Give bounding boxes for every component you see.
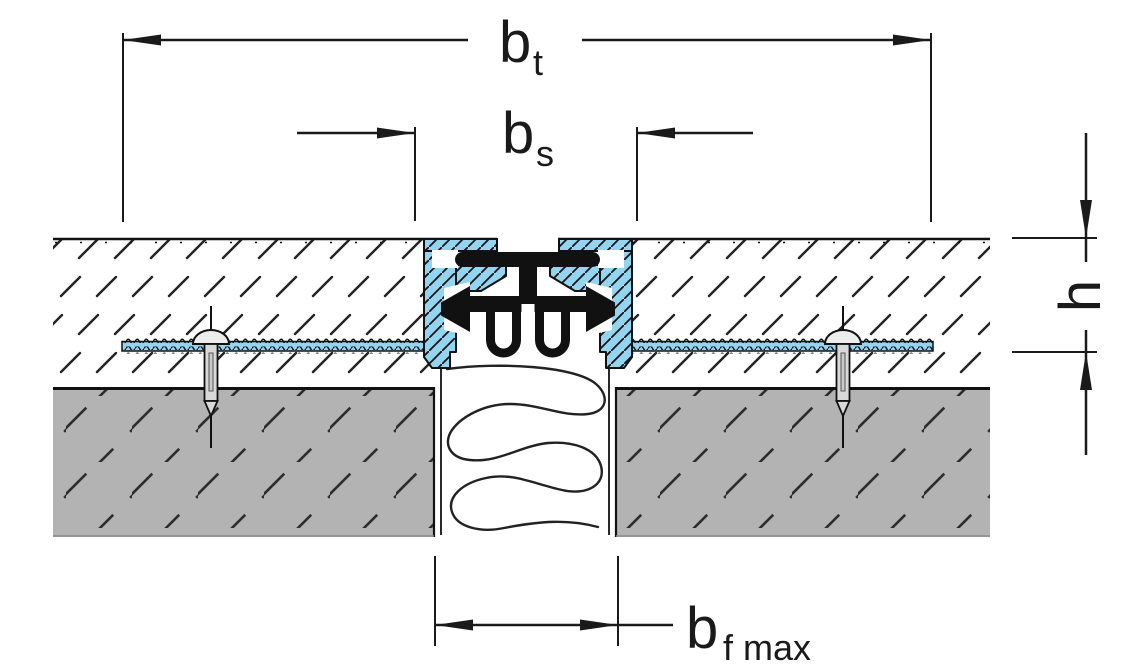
insert-loop-right: [535, 310, 570, 358]
dimension-bt-label-sub: t: [533, 42, 543, 83]
insert-stem: [519, 263, 537, 304]
arrowhead-right-icon: [893, 34, 931, 46]
arrowhead-left-icon: [123, 34, 161, 46]
joint-gap-walls: [440, 362, 610, 535]
dimension-bs-label-sub: s: [536, 133, 554, 174]
dimension-bt: b t: [122, 10, 932, 222]
concrete-slab-left: [53, 387, 436, 537]
arrowhead-up-icon: [1080, 352, 1092, 390]
dimension-bf-max: b f max: [434, 556, 811, 668]
foam-backing-strip: [445, 364, 606, 531]
dimension-bs-label-base: b: [502, 101, 534, 166]
dimension-h-label-base: h: [1048, 280, 1113, 312]
arrowhead-down-icon: [1080, 200, 1092, 238]
dimension-bf-label-base: b: [686, 596, 718, 661]
arrowhead-left-icon: [435, 619, 473, 631]
fastener-screw-right: [823, 306, 863, 448]
screw-tip-left: [203, 400, 219, 419]
screw-head-right: [823, 329, 863, 345]
arrowhead-left-icon: [377, 127, 415, 139]
insert-wing-right: [586, 286, 615, 332]
screw-tip-right: [835, 400, 851, 419]
arrowhead-right-icon: [637, 127, 675, 139]
concrete-slab-right: [614, 387, 990, 537]
arrowhead-right-icon: [580, 619, 618, 631]
insert-wing-left: [441, 286, 470, 332]
dimension-bt-label-base: b: [499, 10, 531, 75]
insert-loop-left: [486, 310, 521, 358]
dimension-bf-label-sub: f max: [723, 627, 811, 668]
anchoring-leg-right: [631, 336, 934, 354]
fastener-screw-left: [191, 306, 231, 448]
screw-head-left: [191, 329, 231, 345]
dimension-bs: b s: [297, 101, 753, 221]
insert-top-bar: [455, 252, 600, 267]
anchoring-leg-left: [121, 336, 426, 354]
movement-insert: [441, 252, 615, 358]
dimension-h: h: [1012, 133, 1113, 455]
